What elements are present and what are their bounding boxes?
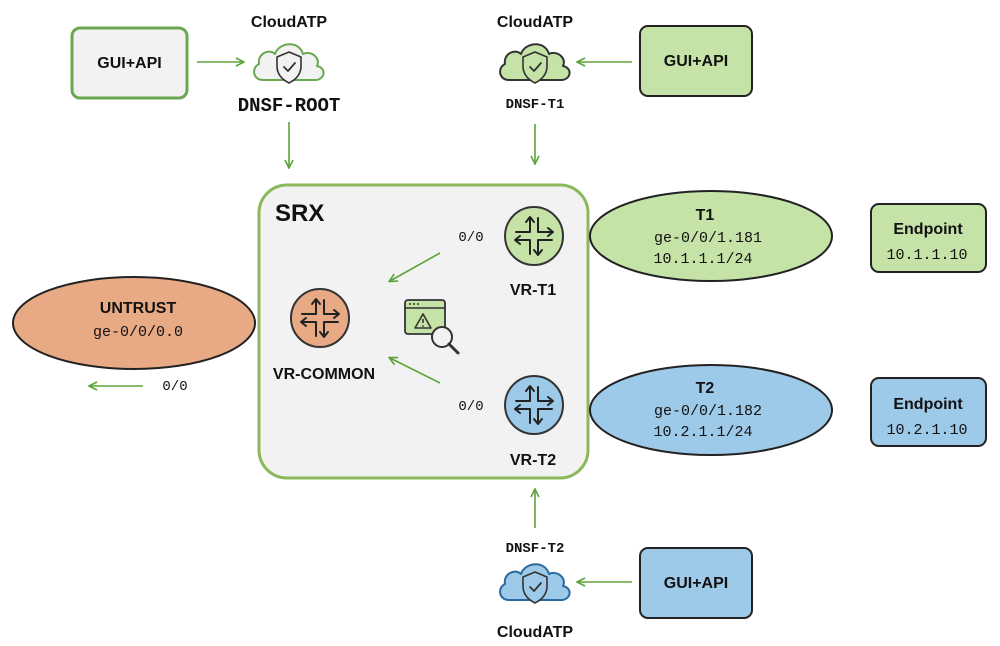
zone-t1-address: 10.1.1.1/24	[653, 251, 752, 268]
vr-t2[interactable]: VR-T2	[504, 375, 564, 469]
zone-t2[interactable]: T2 ge-0/0/1.182 10.2.1.1/24	[589, 364, 833, 456]
endpoint-t1-title: Endpoint	[893, 221, 963, 238]
cloud-root-label: CloudATP	[251, 14, 327, 31]
zone-untrust-title: UNTRUST	[100, 300, 177, 317]
cloud-t2[interactable]: DNSF-T2 CloudATP	[497, 541, 573, 641]
vr-t2-label: VR-T2	[510, 452, 556, 469]
cloud-t2-label: CloudATP	[497, 624, 573, 641]
gui-box-t2-label: GUI+API	[664, 575, 728, 592]
arrow-vr-t2-to-vr-common	[390, 358, 441, 384]
untrust-route-label: 0/0	[162, 379, 187, 395]
vr-common-router-icon	[290, 288, 350, 348]
zone-t1[interactable]: T1 ge-0/0/1.181 10.1.1.1/24	[589, 190, 833, 282]
gui-box-t1[interactable]: GUI+API	[639, 25, 753, 97]
vr-t1-label: VR-T1	[510, 282, 556, 299]
zone-t1-title: T1	[696, 207, 715, 224]
window-alert-search-icon	[404, 299, 460, 355]
gui-box-t2[interactable]: GUI+API	[639, 547, 753, 619]
cloud-t1[interactable]: CloudATP DNSF-T1	[497, 14, 573, 113]
vr-t1[interactable]: VR-T1	[504, 206, 564, 299]
zone-untrust[interactable]: UNTRUST ge-0/0/0.0	[12, 276, 256, 370]
srx-title: SRX	[275, 200, 324, 227]
cloud-t1-name: DNSF-T1	[506, 97, 565, 113]
cloud-t1-label: CloudATP	[497, 14, 573, 31]
gui-box-root[interactable]: GUI+API	[70, 26, 189, 100]
zone-t1-interface: ge-0/0/1.181	[654, 230, 762, 247]
vr-t1-router-icon	[504, 206, 564, 266]
endpoint-t1[interactable]: Endpoint 10.1.1.10	[870, 203, 987, 273]
arrows	[90, 62, 632, 582]
arrow-vr-t1-to-vr-common	[390, 252, 441, 281]
vr-common[interactable]: VR-COMMON	[273, 288, 375, 383]
zone-untrust-interface: ge-0/0/0.0	[93, 324, 183, 341]
zone-t2-interface: ge-0/0/1.182	[654, 403, 762, 420]
endpoint-t2-address: 10.2.1.10	[886, 422, 967, 439]
zone-t2-title: T2	[696, 380, 715, 397]
endpoint-t2[interactable]: Endpoint 10.2.1.10	[870, 377, 987, 447]
srx-container[interactable]: SRX 0/0 0/0 VR-COMMON	[257, 183, 590, 480]
route-label-t1: 0/0	[458, 230, 483, 246]
route-label-t2: 0/0	[458, 399, 483, 415]
cloud-t2-name: DNSF-T2	[506, 541, 565, 557]
endpoint-t2-title: Endpoint	[893, 396, 963, 413]
endpoint-t1-address: 10.1.1.10	[886, 247, 967, 264]
vr-t2-router-icon	[504, 375, 564, 435]
gui-box-t1-label: GUI+API	[664, 53, 728, 70]
cloud-t1-icon	[499, 43, 571, 84]
cloud-t2-icon	[499, 563, 571, 604]
cloud-root-name: DNSF-ROOT	[238, 95, 341, 117]
cloud-root-icon	[253, 43, 325, 84]
cloud-root[interactable]: CloudATP DNSF-ROOT	[238, 14, 341, 117]
vr-common-label: VR-COMMON	[273, 366, 375, 383]
zone-t2-address: 10.2.1.1/24	[653, 424, 752, 441]
gui-box-root-label: GUI+API	[97, 55, 161, 72]
